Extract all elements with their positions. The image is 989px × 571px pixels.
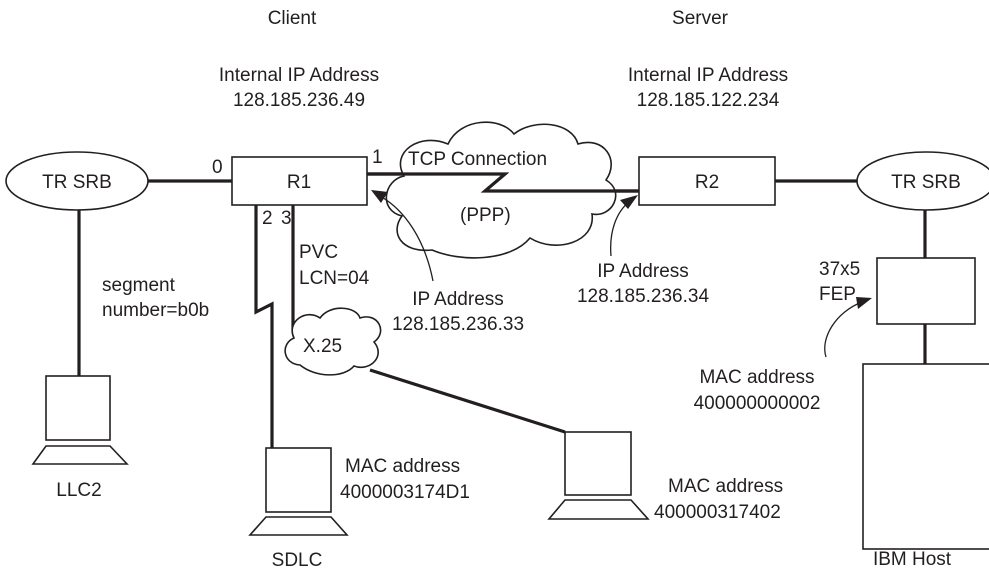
router-r1-label: R1 [287,172,311,193]
x25-cloud: X.25 [284,307,382,376]
x25-label: X.25 [303,336,342,357]
lcn-label: LCN=04 [299,268,370,289]
sdlc-keyboard [248,516,349,536]
router-r1: R1 [231,156,368,206]
ppp-label: (PPP) [460,205,511,226]
r2-ip-arrow-head [620,195,638,209]
link-x25-terminal [369,368,566,434]
fep-mac-arrow-line [824,301,863,358]
fep-label-line1: 37x5 [819,259,860,280]
link-tcp-ppp-overlay [367,172,639,193]
left-ring-label: TR SRB [42,172,112,193]
right-ring-label: TR SRB [891,172,961,193]
x25-mac-value: 400000317402 [654,502,781,523]
x25-keyboard [547,499,650,520]
server-internal-ip-value: 128.185.122.234 [637,90,780,111]
router-r2-box [638,156,776,206]
link-r1-sdlc [254,205,274,448]
router-r2: R2 [638,156,776,206]
tcp-connection-label: TCP Connection [408,149,547,170]
fep-rect [876,257,976,325]
port-1-label: 1 [372,147,383,168]
r2-ip-value: 128.185.236.34 [577,286,710,307]
sdlc-mac-value: 4000003174D1 [340,482,470,503]
router-r2-label: R2 [695,172,719,193]
llc2-terminal: LLC2 [31,375,129,501]
ibm-host-box [862,363,989,550]
ibm-host-label: IBM Host [873,549,952,570]
left-ring: TR SRB [5,151,149,211]
r1-ip-arrow [371,190,434,282]
client-internal-ip-label: Internal IP Address [219,65,379,86]
x25-mac-label: MAC address [668,476,783,497]
x25-cloud-shape [284,307,382,376]
fep-box [876,257,976,325]
r2-ip-arrow [610,195,638,257]
right-ring: TR SRB [856,151,989,211]
r2-ip-label: IP Address [597,261,689,282]
r1-ip-arrow-line [379,195,434,282]
r1-ip-label: IP Address [412,289,504,310]
client-internal-ip-value: 128.185.236.49 [233,90,365,111]
port-3-label: 3 [281,208,292,229]
right-ring-shape [856,151,989,211]
port-2-label: 2 [262,208,273,229]
server-header: Server [672,8,729,29]
fep-mac-arrow [824,297,872,358]
llc2-keyboard [31,445,129,465]
fep-mac-value: 400000000002 [694,393,821,414]
segment-label-line1: segment [102,275,176,296]
llc2-label: LLC2 [56,480,101,501]
left-ring-shape [5,151,149,211]
sdlc-mac-label: MAC address [345,456,460,477]
r2-ip-arrow-line [610,200,631,257]
r1-ip-arrow-head [371,190,388,203]
fep-label-line2: FEP [819,284,856,305]
server-internal-ip-label: Internal IP Address [628,65,788,86]
segment-label-line2: number=b0b [102,300,209,321]
x25-monitor [564,431,632,496]
fep-mac-label: MAC address [699,367,814,388]
fep-mac-arrow-head [856,297,872,309]
x25-terminal [547,431,650,520]
client-header: Client [268,8,317,29]
sdlc-terminal: SDLC [248,447,349,571]
port-0-label: 0 [212,157,223,178]
pvc-label: PVC [299,242,338,263]
r1-ip-value: 128.185.236.33 [392,314,524,335]
router-r1-box [231,156,368,206]
llc2-monitor [45,375,111,441]
sdlc-monitor [265,447,332,513]
sdlc-label: SDLC [272,550,323,571]
